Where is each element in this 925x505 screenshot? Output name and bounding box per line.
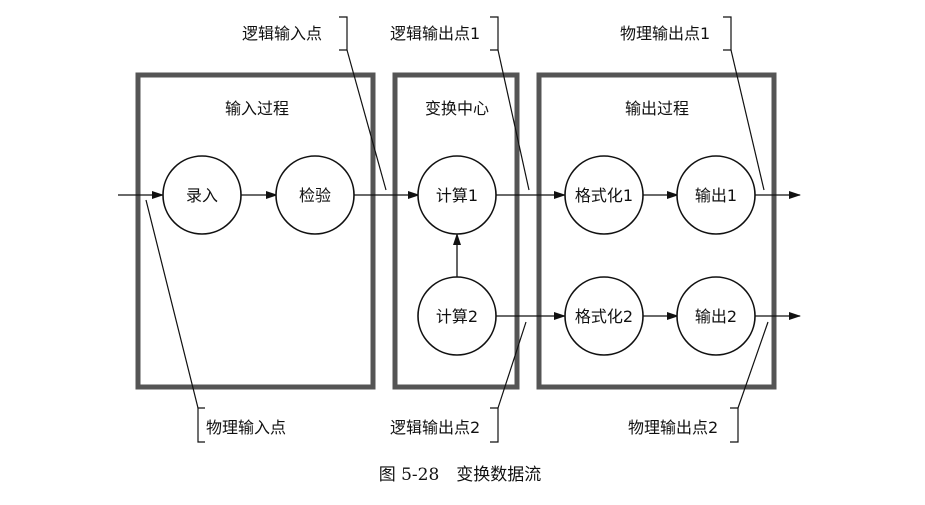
process-calc1: 计算1: [417, 155, 497, 235]
process-record: 录入: [162, 155, 242, 235]
process-calc1-label: 计算1: [436, 186, 478, 205]
physical-input-label: 物理输入点: [206, 418, 286, 437]
process-format2-label: 格式化2: [575, 307, 633, 326]
process-calc2: 计算2: [417, 276, 497, 356]
input-process-frame: [135, 72, 376, 390]
process-out2-label: 输出2: [695, 307, 737, 326]
process-format2: 格式化2: [564, 276, 644, 356]
process-verify-label: 检验: [299, 186, 331, 205]
output-process-title: 输出过程: [625, 99, 689, 118]
physical-output-1-label: 物理输出点1: [620, 24, 710, 43]
process-format1: 格式化1: [564, 155, 644, 235]
process-out2: 输出2: [676, 276, 756, 356]
callout-logical-output-2: 逻辑输出点2: [390, 321, 527, 443]
transform-center-title: 变换中心: [425, 99, 489, 118]
process-out1: 输出1: [676, 155, 756, 235]
figure-caption: 图 5-28 变换数据流: [379, 465, 542, 485]
process-format1-label: 格式化1: [575, 186, 633, 205]
process-record-label: 录入: [186, 186, 218, 205]
logical-output-1-label: 逻辑输出点1: [390, 24, 480, 43]
callout-physical-output-2: 物理输出点2: [628, 321, 769, 443]
callout-logical-output-1: 逻辑输出点1: [390, 16, 530, 191]
logical-output-2-label: 逻辑输出点2: [390, 418, 480, 437]
callout-physical-input: 物理输入点: [145, 199, 286, 443]
physical-output-2-label: 物理输出点2: [628, 418, 718, 437]
process-calc2-label: 计算2: [436, 307, 478, 326]
transform-center-frame: [392, 72, 520, 390]
callout-physical-output-1: 物理输出点1: [620, 16, 765, 191]
logical-input-label: 逻辑输入点: [242, 24, 322, 43]
callout-logical-input: 逻辑输入点: [242, 16, 387, 191]
input-process-title: 输入过程: [225, 99, 289, 118]
process-verify: 检验: [275, 155, 355, 235]
process-out1-label: 输出1: [695, 186, 737, 205]
output-process-frame: [536, 72, 777, 390]
